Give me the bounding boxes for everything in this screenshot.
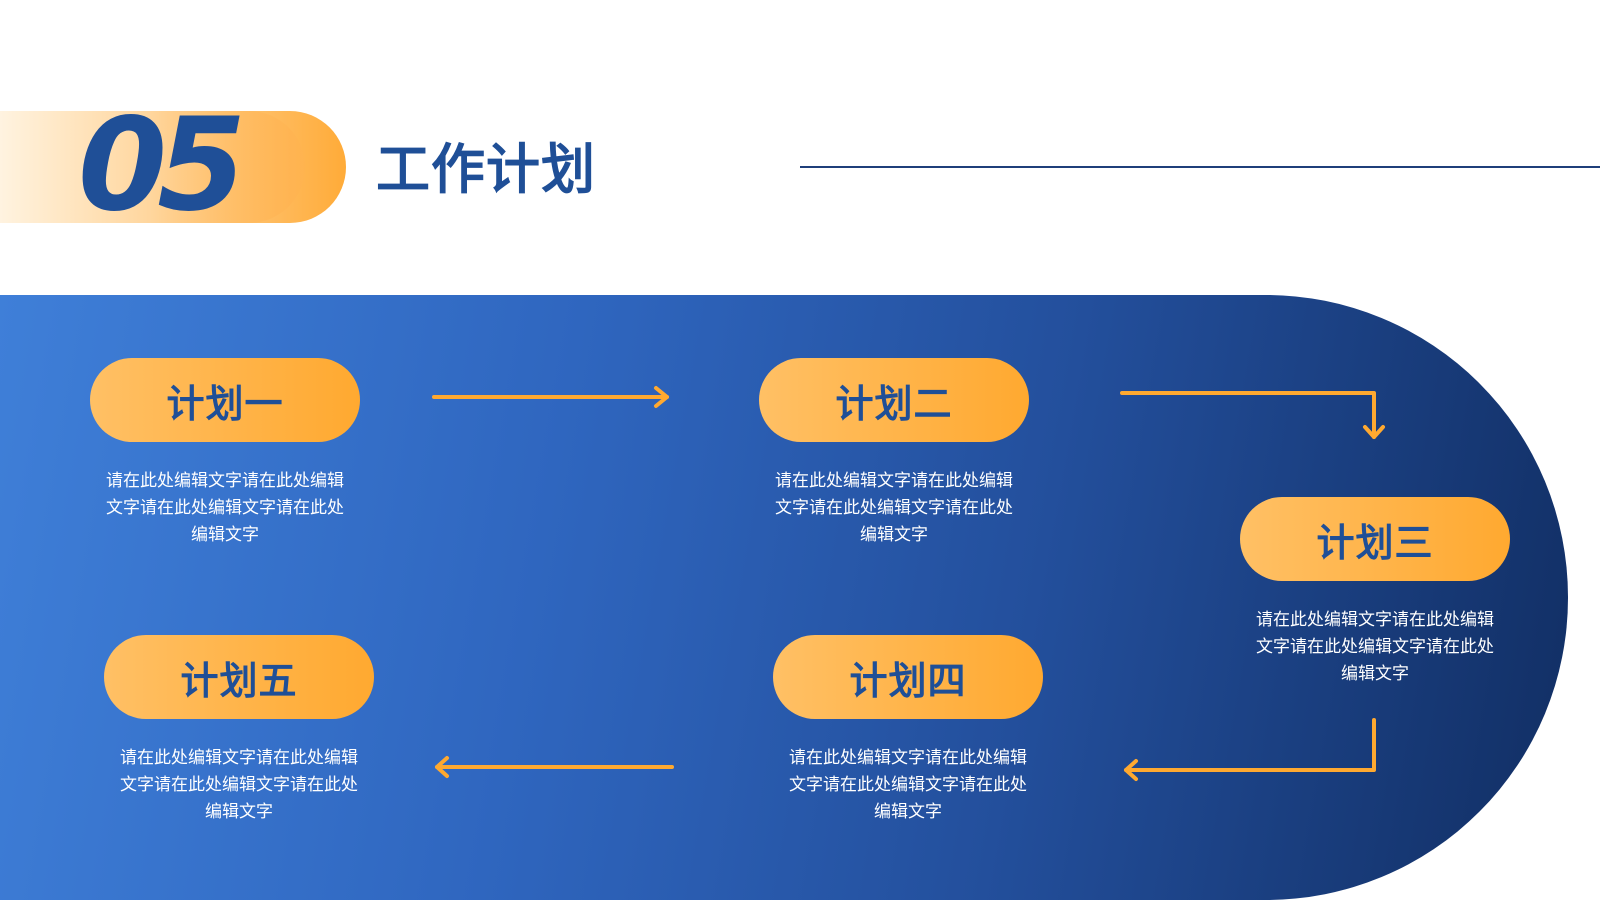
arrow-right-icon (432, 386, 669, 408)
title-divider (800, 166, 1600, 168)
plan-step-4: 计划四 请在此处编辑文字请在此处编辑文字请在此处编辑文字请在此处编辑文字 (773, 635, 1043, 826)
section-number-band-highlight (150, 111, 305, 223)
plan-step-description: 请在此处编辑文字请在此处编辑文字请在此处编辑文字请在此处编辑文字 (1256, 610, 1494, 684)
arrow-right-down-icon (1120, 391, 1385, 439)
plan-step-description: 请在此处编辑文字请在此处编辑文字请在此处编辑文字请在此处编辑文字 (106, 471, 344, 545)
arrow-down-left-icon (1124, 718, 1376, 781)
plan-step-pill[interactable]: 计划四 (773, 635, 1043, 719)
plan-step-pill[interactable]: 计划五 (104, 635, 374, 719)
plan-step-label: 计划二 (835, 381, 953, 426)
plan-step-description: 请在此处编辑文字请在此处编辑文字请在此处编辑文字请在此处编辑文字 (775, 471, 1013, 545)
plan-step-description: 请在此处编辑文字请在此处编辑文字请在此处编辑文字请在此处编辑文字 (789, 748, 1027, 822)
plan-step-label: 计划三 (1316, 520, 1434, 565)
plan-step-pill[interactable]: 计划一 (90, 358, 360, 442)
plan-step-3: 计划三 请在此处编辑文字请在此处编辑文字请在此处编辑文字请在此处编辑文字 (1240, 497, 1510, 688)
plan-step-pill[interactable]: 计划二 (759, 358, 1029, 442)
plan-step-label: 计划五 (180, 658, 298, 703)
plan-step-label: 计划一 (166, 381, 284, 426)
plan-step-5: 计划五 请在此处编辑文字请在此处编辑文字请在此处编辑文字请在此处编辑文字 (104, 635, 374, 826)
arrow-left-icon (435, 756, 674, 778)
plan-step-1: 计划一 请在此处编辑文字请在此处编辑文字请在此处编辑文字请在此处编辑文字 (90, 358, 360, 549)
plan-step-pill[interactable]: 计划三 (1240, 497, 1510, 581)
page-title: 工作计划 (376, 138, 596, 201)
plan-step-label: 计划四 (849, 658, 967, 703)
section-number: 05 (78, 91, 246, 240)
plan-step-2: 计划二 请在此处编辑文字请在此处编辑文字请在此处编辑文字请在此处编辑文字 (759, 358, 1029, 549)
plan-step-description: 请在此处编辑文字请在此处编辑文字请在此处编辑文字请在此处编辑文字 (120, 748, 358, 822)
